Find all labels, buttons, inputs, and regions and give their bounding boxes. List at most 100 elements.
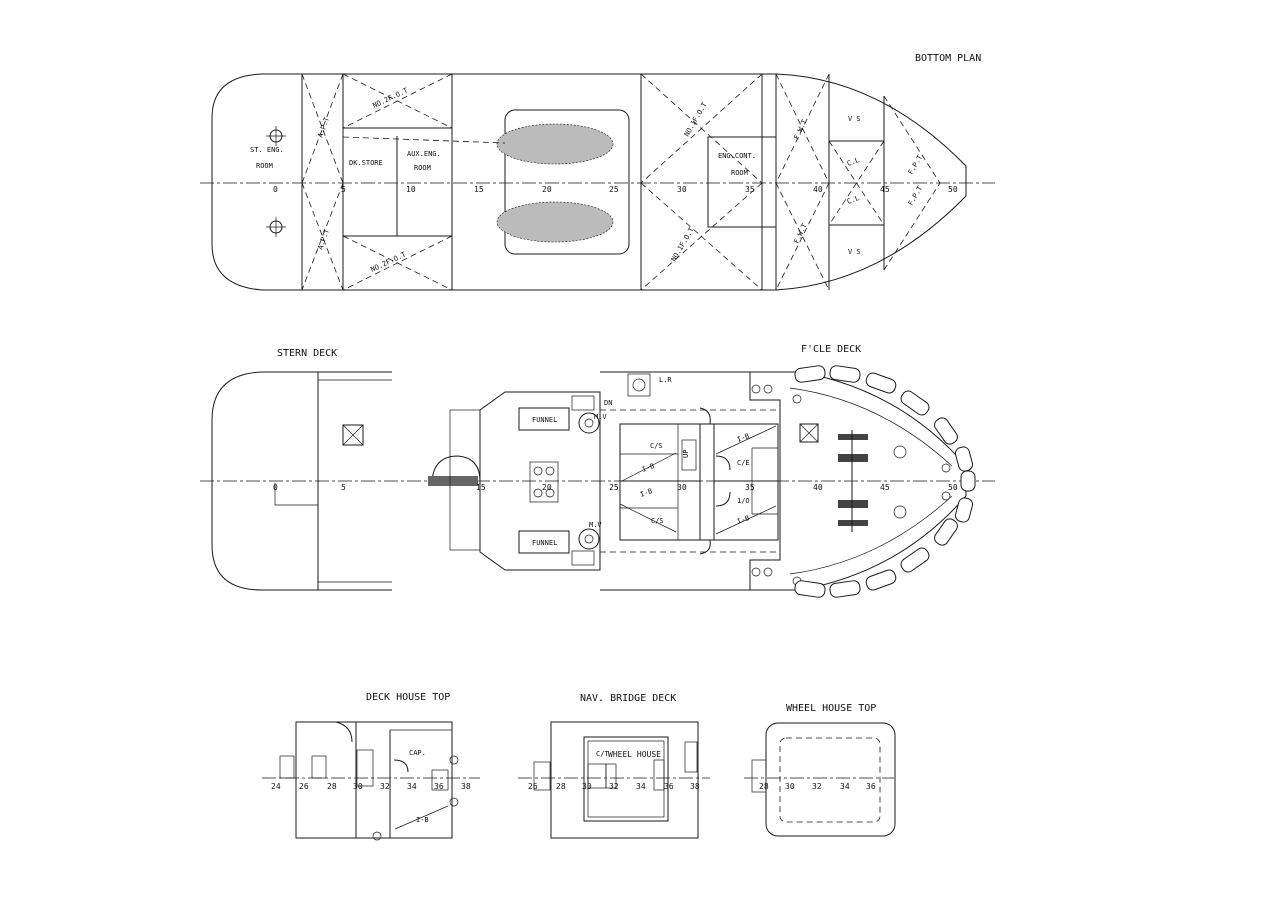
frame-number: 5: [341, 185, 346, 194]
accommodation-block: [600, 371, 781, 591]
bollards: [751, 384, 951, 586]
nav-bridge-deck-outline: [550, 721, 699, 839]
bottom-plan-view: BOTTOM PLAN: [200, 53, 995, 291]
stern-deck-hull-outline: [211, 371, 392, 591]
frame-number: 0: [273, 185, 278, 194]
lr-label: L.R: [659, 376, 672, 384]
frame-number: 15: [476, 483, 486, 492]
bottom-plan-title: BOTTOM PLAN: [915, 53, 981, 64]
no2-fot-tanks: [342, 73, 453, 291]
deck-house-top-outline: [295, 721, 453, 839]
no1-fot-label-2: NO.1F.O.T: [670, 225, 696, 263]
frame-number: 40: [813, 185, 823, 194]
deck-house-top-view: DECK HOUSE TOP CAP. I-B 24 26 28 30 32 3…: [262, 692, 480, 841]
deck-house-top-frame-numbers: 24 26 28 30 32 34 36 38: [271, 782, 471, 791]
wheel-house-outline: [583, 736, 669, 822]
io-label: 1/O: [737, 497, 750, 505]
frame-number: 25: [609, 185, 619, 194]
main-deck-view: STERN DECK F'CLE DECK: [200, 344, 995, 598]
void-space-chain-locker: [828, 140, 885, 226]
mv-label-1: M.V: [594, 413, 607, 421]
deck-house: [479, 391, 601, 571]
frame-number: 28: [759, 782, 769, 791]
no1-fot-tanks: [640, 73, 777, 291]
frame-number: 50: [948, 483, 958, 492]
frame-number: 45: [880, 185, 890, 194]
funnel-label-1: FUNNEL: [532, 416, 557, 424]
ib-label-3: I-B: [736, 432, 751, 444]
frame-number: 28: [556, 782, 566, 791]
frame-number: 36: [434, 782, 444, 791]
cl-label-2: C.L: [846, 194, 861, 206]
deck-house-top-title: DECK HOUSE TOP: [366, 692, 450, 703]
frame-number: 20: [542, 483, 552, 492]
apt-tanks: [301, 73, 344, 291]
cap-label: CAP.: [409, 749, 426, 757]
frame-number: 20: [542, 185, 552, 194]
frame-number: 28: [327, 782, 337, 791]
st-eng-room-label-2: ROOM: [256, 162, 273, 170]
aux-eng-room-label-2: ROOM: [414, 164, 431, 172]
frame-number: 30: [677, 185, 687, 194]
st-eng-room-label-1: ST. ENG.: [250, 146, 284, 154]
wheel-house-label: WHEEL HOUSE: [608, 750, 661, 759]
stern-hatch: [342, 424, 364, 446]
aux-eng-room-label-1: AUX.ENG.: [407, 150, 441, 158]
vs-label-1: V S: [848, 115, 861, 123]
frame-number: 30: [785, 782, 795, 791]
frame-number: 26: [299, 782, 309, 791]
ib-label-4: I-B: [736, 514, 751, 526]
frame-number: 35: [745, 483, 755, 492]
nav-bridge-deck-title: NAV. BRIDGE DECK: [580, 693, 676, 704]
fwt-tanks: [775, 73, 830, 291]
towing-hook: [428, 409, 481, 551]
fcle-deck-title: F'CLE DECK: [801, 344, 861, 355]
cs-label-2: C/S: [651, 517, 664, 525]
nav-bridge-deck-frame-numbers: 26 28 30 32 34 36 38: [528, 782, 700, 791]
frame-number: 45: [880, 483, 890, 492]
fpt-label-1: F.P.T: [907, 153, 925, 176]
fenders: [794, 365, 976, 598]
frame-number: 38: [690, 782, 700, 791]
fcle-hatch: [799, 423, 819, 443]
frame-number: 34: [407, 782, 417, 791]
frame-number: 40: [813, 483, 823, 492]
dht-ib-label: I-B: [416, 816, 429, 824]
wheel-house-top-frame-numbers: 28 30 32 34 36: [759, 782, 876, 791]
fwt-label-2: F.W.T: [793, 222, 809, 245]
ib-label-1: I-B: [641, 462, 656, 474]
eng-cont-room-label-1: ENG.CONT.: [718, 152, 756, 160]
frame-number: 32: [380, 782, 390, 791]
frame-number: 36: [664, 782, 674, 791]
vs-label-2: V S: [848, 248, 861, 256]
ib-label-2: I-B: [639, 487, 654, 499]
bottom-plan-frame-numbers: 0 5 10 15 20 25 30 35 40 45 50: [273, 185, 958, 194]
frame-number: 10: [406, 185, 416, 194]
frame-number: 34: [636, 782, 646, 791]
wheel-house-top-outline: [765, 722, 896, 837]
frame-number: 15: [474, 185, 484, 194]
apt-label-1: A.P.T: [316, 115, 331, 138]
up-label: UP: [682, 450, 690, 458]
cs-label-1: C/S: [650, 442, 663, 450]
frame-number: 25: [609, 483, 619, 492]
cl-label-1: C.L: [846, 156, 861, 168]
anchor-windlass: [838, 430, 907, 532]
fpt-tanks: [883, 95, 941, 271]
frame-number: 32: [812, 782, 822, 791]
apt-label-2: A.P.T: [316, 227, 331, 250]
frame-number: 30: [582, 782, 592, 791]
wheel-house-top-view: WHEEL HOUSE TOP 28 30 32 34 36: [744, 703, 896, 837]
eng-cont-room-label-2: ROOM: [731, 169, 748, 177]
frame-number: 38: [461, 782, 471, 791]
frame-number: 0: [273, 483, 278, 492]
frame-number: 32: [609, 782, 619, 791]
frame-number: 35: [745, 185, 755, 194]
rudder-stock-symbols: [266, 126, 286, 237]
frame-number: 30: [353, 782, 363, 791]
frame-number: 26: [528, 782, 538, 791]
main-engines: [342, 109, 630, 255]
no2-fot-label-2: NO.2F.O.T: [369, 250, 407, 274]
nav-bridge-deck-view: NAV. BRIDGE DECK C/T WHEEL HOUSE 26 28 3…: [518, 693, 710, 839]
dk-store-label: DK.STORE: [349, 159, 383, 167]
